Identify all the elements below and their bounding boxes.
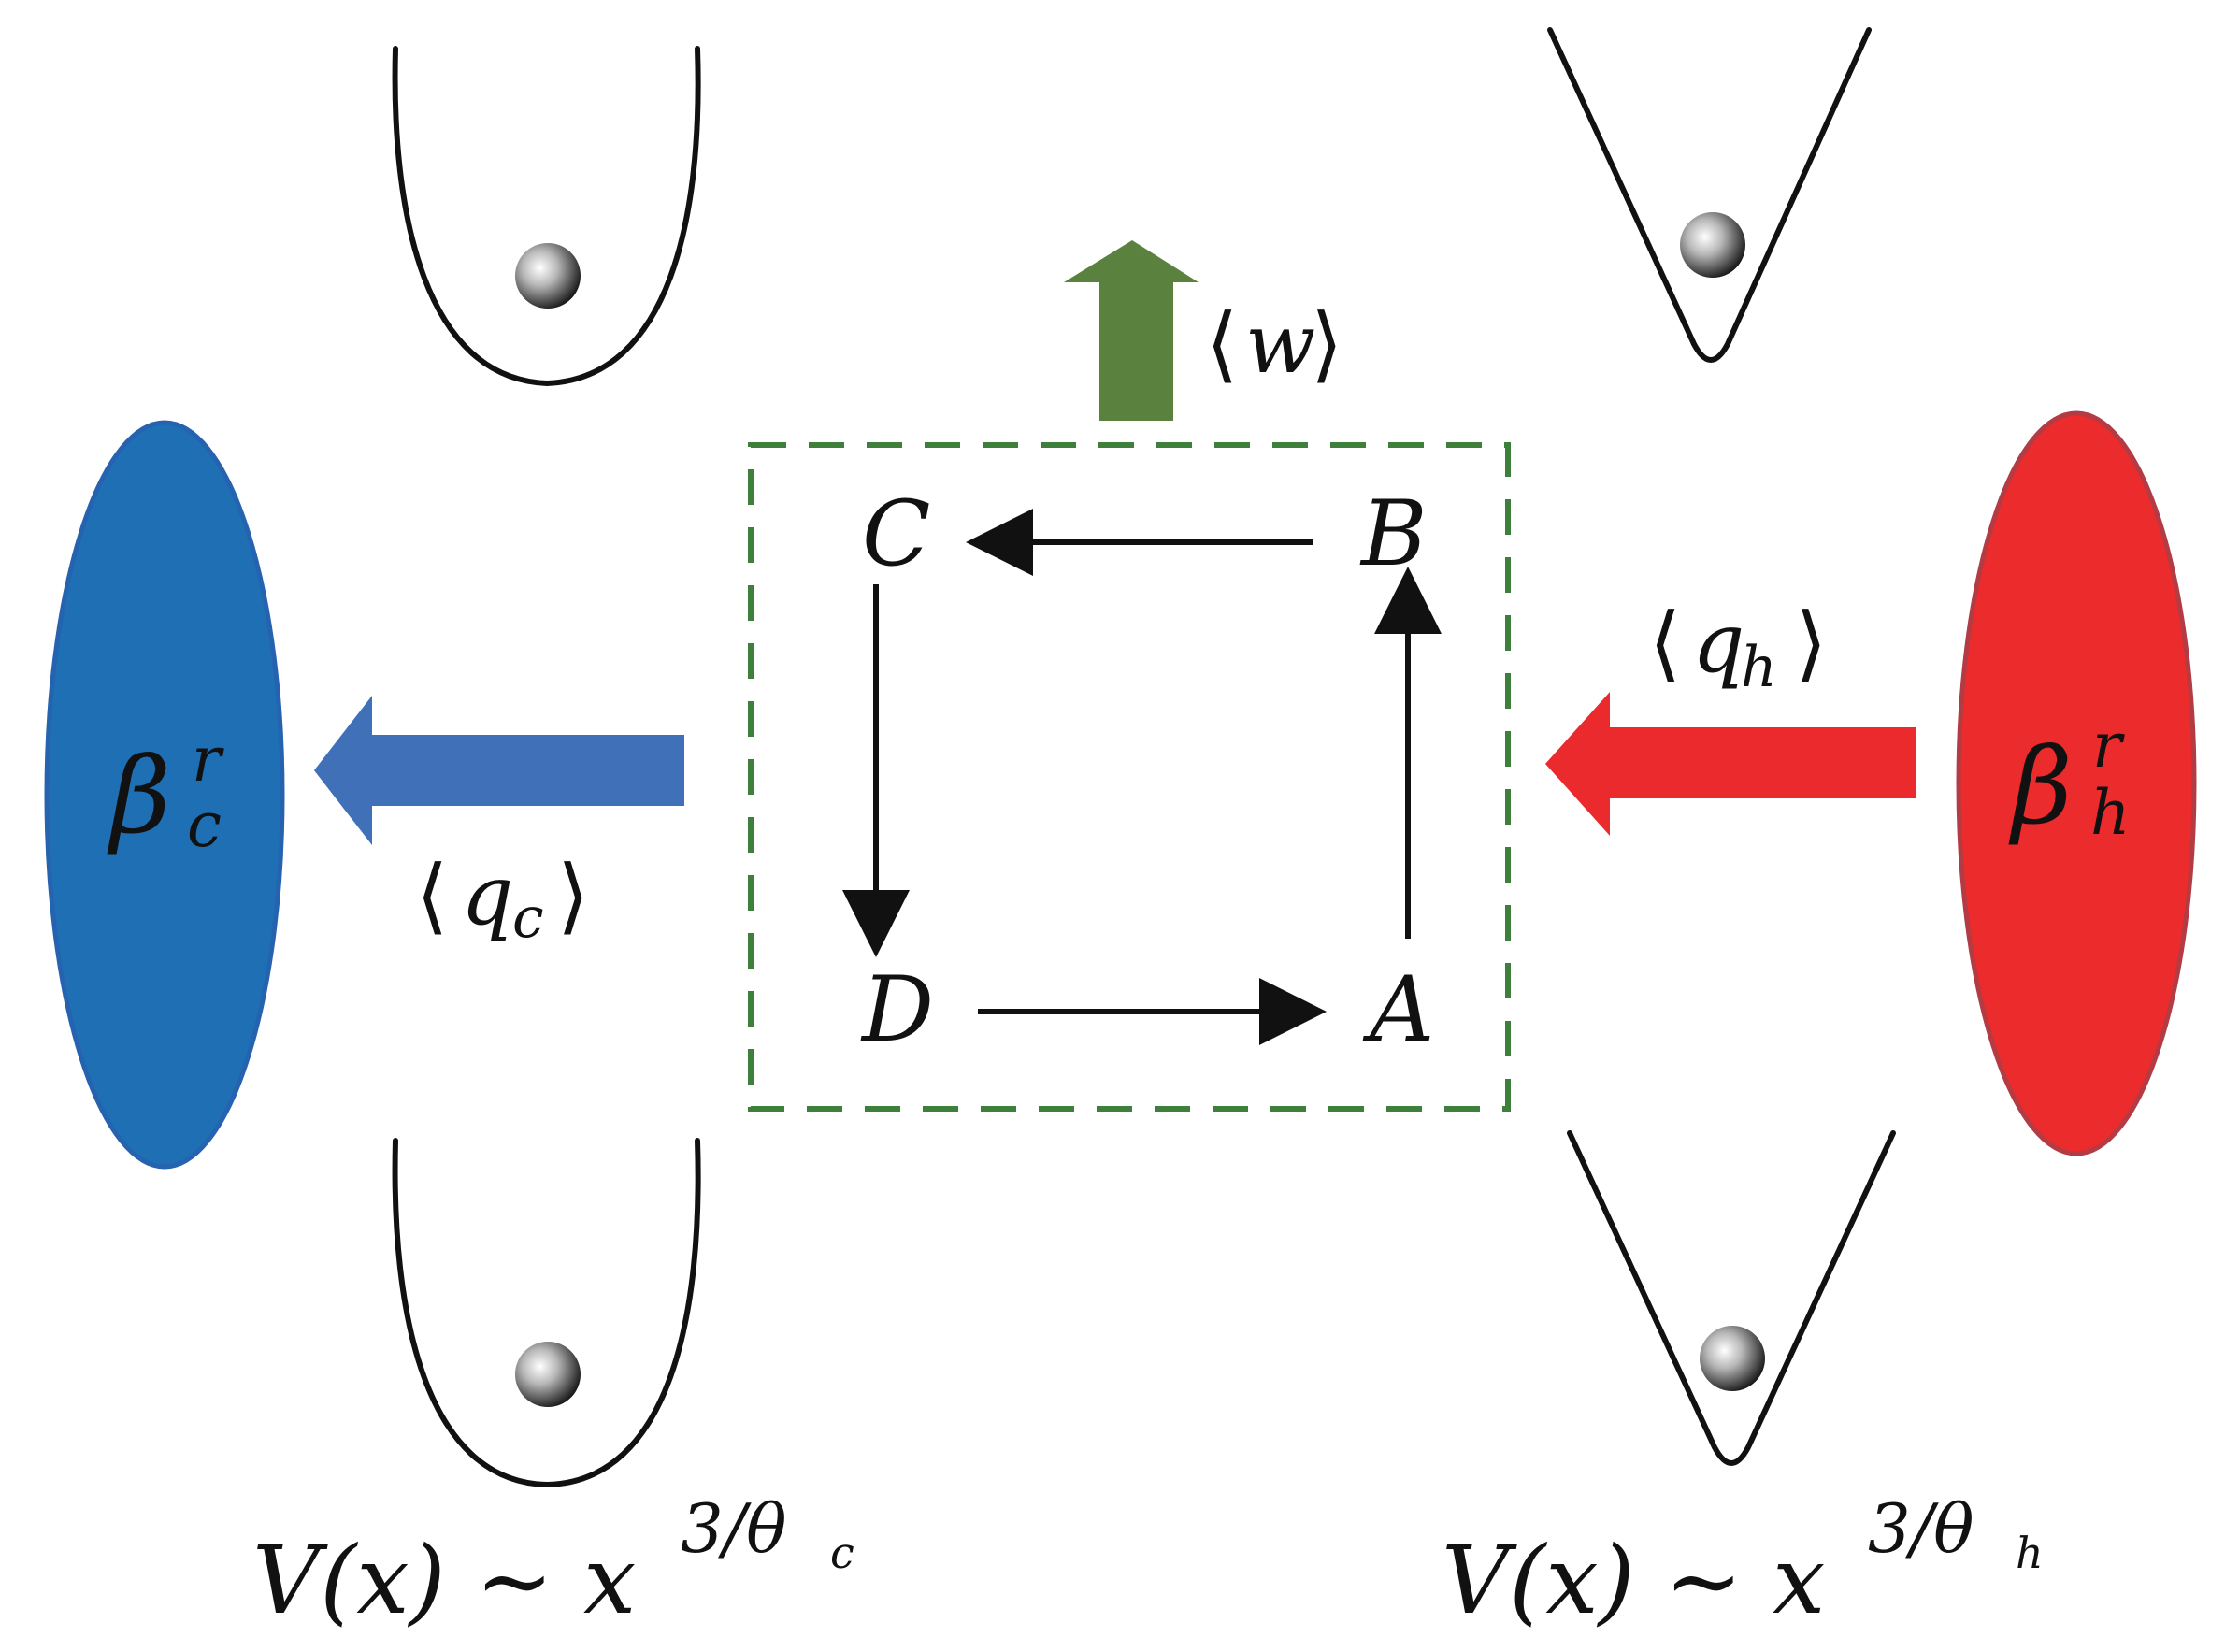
cold-potential-main-text: V(x) ∼ x — [252, 1526, 636, 1635]
work-label-symbol: w — [1245, 295, 1315, 392]
bottom-left-well — [392, 1138, 701, 1488]
particle-ball-icon — [1700, 1326, 1765, 1391]
cold-bath-beta-symbol: β — [107, 736, 171, 857]
cold-bath-beta-superscript: r — [192, 724, 224, 796]
cold-potential-formula: V(x) ∼ x 3/θ c — [252, 1489, 854, 1635]
parabola-well-icon — [392, 1138, 701, 1488]
hot-bath-beta-superscript: r — [2092, 710, 2125, 782]
hot-potential-theta-subscript: h — [2016, 1528, 2044, 1578]
cold-potential-theta-subscript: c — [830, 1528, 854, 1578]
cold-heat-label-open-bracket: ⟨ — [416, 847, 448, 943]
cycle-node-b: B — [1359, 481, 1428, 586]
work-label-close-bracket: ⟩ — [1311, 295, 1342, 392]
hot-bath-beta-symbol: β — [2008, 726, 2073, 848]
cycle-node-a: A — [1362, 957, 1434, 1062]
v-shaped-well-icon — [1567, 1130, 1896, 1466]
cycle-node-d: D — [860, 957, 934, 1062]
cycle-node-c: C — [862, 481, 930, 586]
flow-arrows — [314, 240, 1916, 845]
thermodynamic-cycle: C B D A — [748, 442, 1511, 1112]
hot-heat-flow-arrow — [1545, 692, 1916, 836]
hot-heat-label-open-bracket: ⟨ — [1649, 595, 1681, 691]
cold-bath-beta-subscript: c — [187, 789, 222, 861]
top-left-well — [392, 46, 701, 387]
hot-bath-beta-subscript: h — [2090, 777, 2131, 849]
work-label-open-bracket: ⟨ — [1206, 295, 1238, 392]
hot-heat-label-subscript: h — [1741, 635, 1777, 700]
work-flow-arrow — [1064, 240, 1199, 421]
cold-bath-ellipse — [44, 420, 285, 1170]
particle-ball-icon — [1680, 212, 1745, 278]
cold-heat-label-close-bracket: ⟩ — [557, 847, 589, 943]
cold-heat-label-symbol: q — [461, 847, 513, 943]
hot-potential-formula: V(x) ∼ x 3/θ h — [1442, 1489, 2044, 1635]
hot-bath-ellipse — [1956, 410, 2197, 1156]
cold-heat-flow-arrow — [314, 696, 684, 845]
cycle-dashed-box — [748, 442, 1511, 1112]
hot-potential-exponent: 3/θ — [1868, 1489, 1974, 1568]
hot-potential-main-text: V(x) ∼ x — [1442, 1526, 1825, 1635]
cold-heat-label-subscript: c — [512, 885, 544, 951]
particle-ball-icon — [515, 1342, 581, 1407]
cold-bath: β r c — [44, 420, 285, 1170]
hot-heat-label: ⟨ q h ⟩ — [1649, 595, 1827, 700]
hot-heat-label-close-bracket: ⟩ — [1795, 595, 1827, 691]
work-label: ⟨ w ⟩ — [1206, 295, 1342, 392]
parabola-well-icon — [392, 46, 701, 387]
v-shaped-well-icon — [1547, 27, 1872, 363]
hot-bath: β r h — [1956, 410, 2197, 1156]
top-right-well — [1547, 27, 1872, 363]
particle-ball-icon — [515, 243, 581, 309]
cold-potential-exponent: 3/θ — [681, 1489, 786, 1568]
bottom-right-well — [1567, 1130, 1896, 1466]
hot-heat-label-symbol: q — [1692, 595, 1744, 691]
cold-heat-label: ⟨ q c ⟩ — [416, 847, 589, 951]
